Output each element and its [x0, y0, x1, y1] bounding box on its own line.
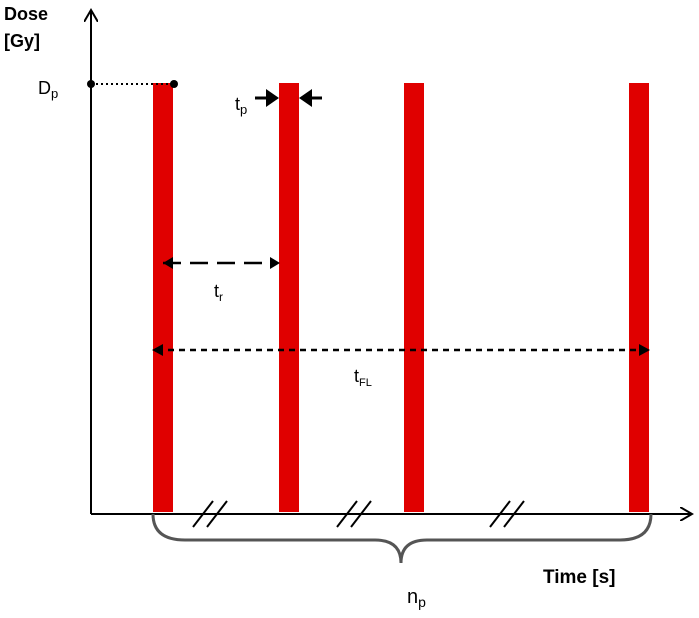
- pulse-bar-4: [629, 83, 649, 512]
- axis-break-2: [336, 500, 372, 528]
- axis-break-1: [192, 500, 228, 528]
- y-axis-title-line1: Dose: [4, 4, 48, 24]
- pulse-count-brace: [151, 513, 653, 564]
- pulse-count-label: np: [407, 586, 426, 610]
- flash-time-label: tFL: [354, 366, 372, 389]
- axis-break-3: [489, 500, 525, 528]
- pulse-width-label: tp: [235, 94, 247, 117]
- dose-level-end-dot: [170, 80, 178, 88]
- dose-level-start-dot: [87, 80, 95, 88]
- pulse-bar-2: [279, 83, 299, 512]
- x-axis-title: Time [s]: [543, 567, 616, 588]
- pulse-dose-label: Dp: [38, 78, 58, 101]
- flash-time-arrow: [152, 344, 650, 356]
- y-axis-title-line2: [Gy]: [4, 31, 40, 51]
- repetition-time-label: tr: [214, 281, 223, 304]
- pulse-bar-1: [153, 83, 173, 512]
- repetition-time-arrow: [163, 257, 280, 269]
- pulse-bar-3: [404, 83, 424, 512]
- pulse-width-arrows: [255, 89, 322, 107]
